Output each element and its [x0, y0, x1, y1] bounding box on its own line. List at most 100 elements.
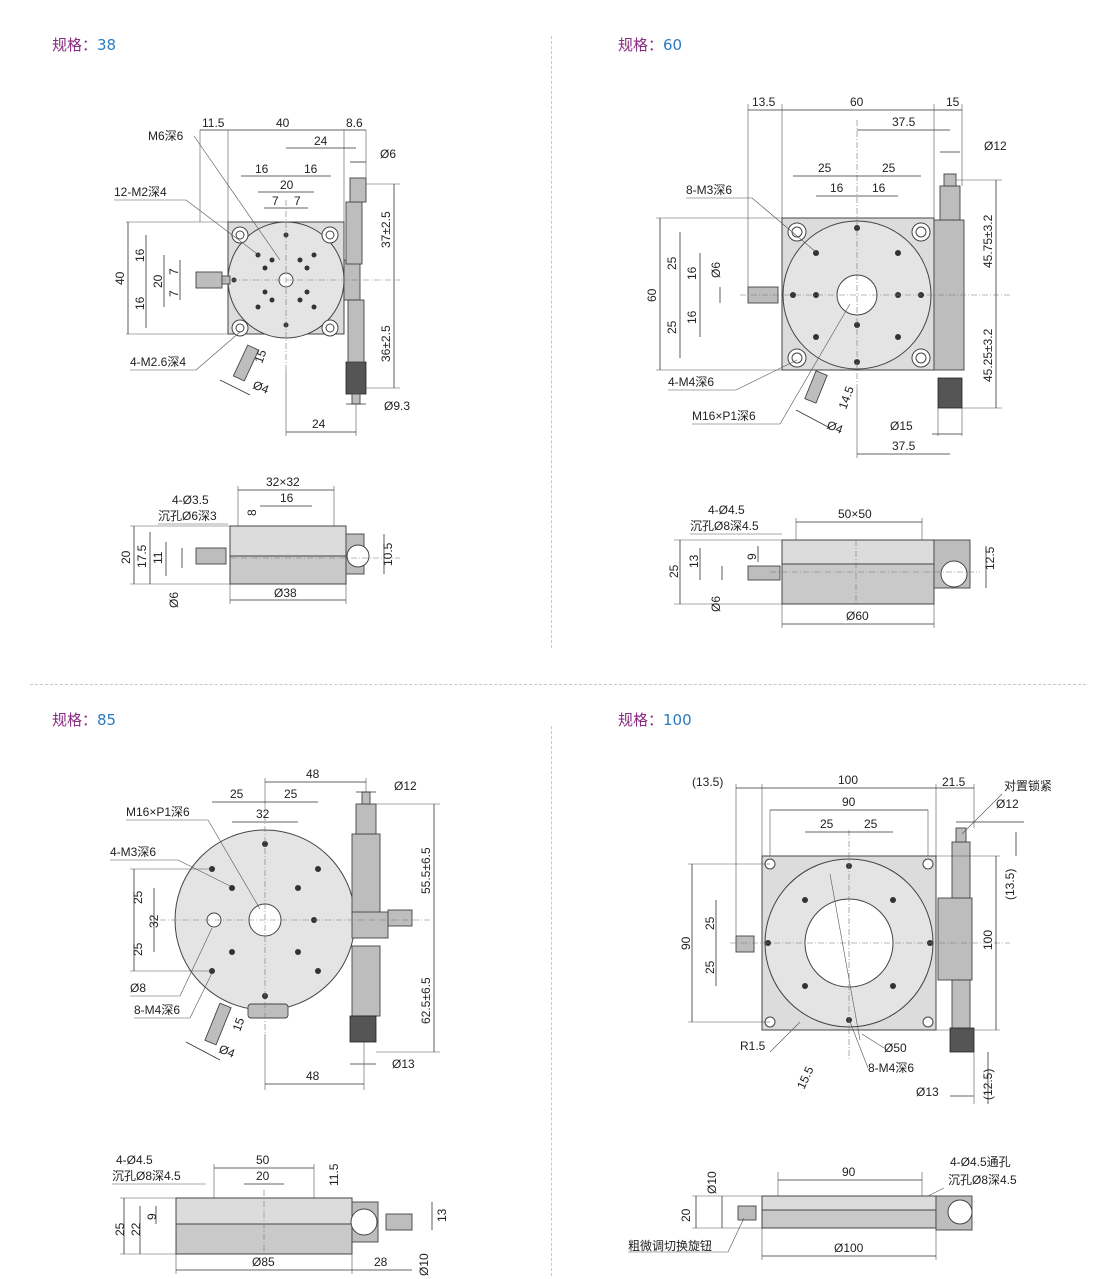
dim-side-phi60: Ø60 [846, 609, 869, 623]
dim-15: 15 [946, 95, 960, 109]
dim-r36: 36±2.5 [379, 325, 393, 362]
label-m2: 12-M2深4 [114, 185, 167, 199]
side-knob [195, 271, 223, 289]
dim-l32: 32 [147, 914, 161, 928]
label-m6: M6深6 [148, 129, 184, 143]
label-hole1: 4-Ø3.5 [172, 493, 209, 507]
dim-phi13: Ø13 [392, 1057, 415, 1071]
dim-side-8: 8 [245, 509, 259, 516]
label-hole1: 4-Ø4.5 [708, 503, 745, 517]
label-phi50: Ø50 [884, 1041, 907, 1055]
dim-r45-75: 45.75±3.2 [981, 214, 995, 268]
label-m4: 4-M4深6 [668, 375, 714, 389]
dim-48: 48 [306, 767, 320, 781]
dim-side-phi85: Ø85 [252, 1255, 275, 1269]
dim-phi93: Ø9.3 [384, 399, 410, 413]
dim-90: 90 [842, 795, 856, 809]
dim-37-5: 37.5 [892, 115, 916, 129]
coarse-fine-knob [737, 1205, 757, 1221]
dim-l25a: 25 [703, 916, 717, 930]
divider-vertical-bottom [551, 726, 552, 1276]
lock-lever [232, 344, 260, 382]
dim-side-9: 9 [745, 553, 759, 560]
dim-side-phi6: Ø6 [709, 596, 723, 612]
dim-r45-25: 45.25±3.2 [981, 328, 995, 382]
dim-b24: 24 [312, 417, 326, 431]
dim-l25b: 25 [131, 942, 145, 956]
dim-r13-5: (13.5) [1003, 869, 1017, 900]
dim-l25b: 25 [703, 960, 717, 974]
dim-l7b: 7 [167, 290, 181, 297]
dim-25a: 25 [230, 787, 244, 801]
dim-r12-5: (12.5) [981, 1069, 995, 1100]
dim-l25a: 25 [665, 256, 679, 270]
dim-b48: 48 [306, 1069, 320, 1083]
dim-25a: 25 [818, 161, 832, 175]
dim-side-phi100: Ø100 [834, 1241, 864, 1255]
dim-l90: 90 [679, 936, 693, 950]
dim-16a: 16 [830, 181, 844, 195]
dim-side-9: 9 [145, 1213, 159, 1220]
section-heading-85: 规格：85 [52, 711, 117, 729]
dim-r37: 37±2.5 [379, 211, 393, 248]
dim-l40: 40 [113, 271, 127, 285]
label-m16: M16×P1深6 [692, 409, 756, 423]
dim-13-5: (13.5) [692, 775, 723, 789]
drawing-60-top: 13.5 60 15 37.5 Ø12 25 25 16 16 8-M3深6 6… [645, 95, 1010, 458]
dim-50x50: 50×50 [838, 507, 872, 521]
dim-phi4: Ø4 [825, 418, 845, 437]
dim-side-12-5: 12.5 [983, 546, 997, 570]
dim-11-5: 11.5 [202, 116, 225, 130]
micrometer-knurl [349, 1015, 377, 1043]
label-m16: M16×P1深6 [126, 805, 190, 819]
dim-phi4: Ø4 [251, 378, 271, 397]
dim-60: 60 [850, 95, 864, 109]
dim-32: 32 [256, 807, 270, 821]
dim-14-5: 14.5 [836, 384, 857, 411]
dim-phi6: Ø6 [709, 262, 723, 278]
side-top-plate [781, 539, 935, 565]
micrometer-knurl [937, 377, 963, 409]
dim-d15: 15 [252, 347, 270, 365]
dim-side-phi6: Ø6 [167, 592, 181, 608]
dim-90: 90 [842, 1165, 856, 1179]
divider-vertical-top [551, 36, 552, 648]
label-phi8: Ø8 [130, 981, 146, 995]
dim-l25a: 25 [131, 890, 145, 904]
dim-25b: 25 [882, 161, 896, 175]
dim-side-17-5: 17.5 [135, 544, 149, 568]
dim-l16b: 16 [685, 310, 699, 324]
dim-phi12: Ø12 [996, 797, 1019, 811]
dim-r62: 62.5±6.5 [419, 977, 433, 1024]
micrometer-knurl [949, 1027, 975, 1053]
side-base [229, 555, 347, 585]
dim-25b: 25 [284, 787, 298, 801]
side-top-plate [229, 525, 347, 557]
lock-lever [204, 1002, 232, 1046]
dim-50: 50 [256, 1153, 270, 1167]
dim-side-11: 11 [151, 551, 165, 564]
dim-d15: 15 [230, 1015, 248, 1033]
dim-25a: 25 [820, 817, 834, 831]
dim-side-13: 13 [687, 554, 701, 568]
dim-side-phi10: Ø10 [417, 1253, 431, 1276]
drawing-85-top: 48 Ø12 25 25 32 M16×P1深6 4-M3深6 25 25 32… [110, 767, 440, 1090]
dim-l60: 60 [645, 288, 659, 302]
drawing-60-side: 4-Ø4.5 沉孔Ø8深4.5 50×50 25 13 9 Ø6 12.5 Ø6… [667, 503, 997, 628]
label-m3: 4-M3深6 [110, 845, 156, 859]
dim-l16b: 16 [133, 296, 147, 310]
dim-phi6: Ø6 [380, 147, 396, 161]
dim-phi12: Ø12 [394, 779, 417, 793]
dim-25b: 25 [864, 817, 878, 831]
label-knob: 粗微调切换旋钮 [628, 1238, 712, 1253]
section-heading-100: 规格：100 [618, 711, 692, 729]
dim-r55: 55.5±6.5 [419, 847, 433, 894]
dim-side-13: 13 [435, 1208, 446, 1222]
dim-side-20: 20 [679, 1208, 693, 1222]
dim-side-20: 20 [119, 550, 133, 564]
label-hole2: 沉孔Ø6深3 [158, 509, 217, 523]
dim-phi12: Ø12 [984, 139, 1007, 153]
dim-32x32: 32×32 [266, 475, 300, 489]
dim-20: 20 [256, 1169, 270, 1183]
dim-16b: 16 [304, 162, 318, 176]
